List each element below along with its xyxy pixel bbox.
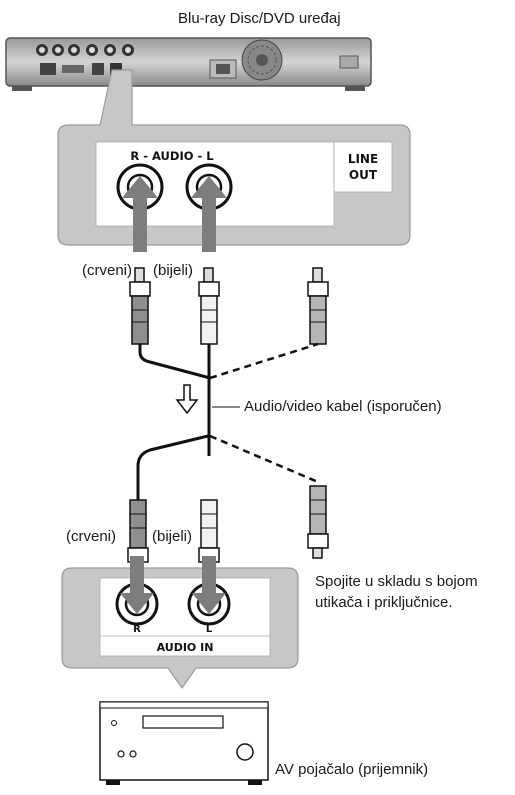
bottom-white-plug-label: (bijeli) xyxy=(152,528,193,545)
line-out-label-line1: LINE xyxy=(348,152,378,166)
bluray-device-rear xyxy=(5,37,372,91)
bottom-yellow-video-plug xyxy=(307,485,329,559)
input-r-label: R xyxy=(133,624,141,635)
top-yellow-video-plug xyxy=(307,267,329,345)
top-white-plug-label: (bijeli) xyxy=(153,262,194,279)
audio-video-cable xyxy=(136,342,319,500)
bottom-red-plug-label: (crveni) xyxy=(66,528,117,545)
arrow-to-output-r xyxy=(122,176,158,252)
top-red-plug xyxy=(129,267,151,345)
arrow-to-input-l xyxy=(192,556,226,614)
direction-arrow-down xyxy=(175,384,199,415)
arrow-to-input-r xyxy=(120,556,154,614)
device-title: Blu-ray Disc/DVD uređaj xyxy=(178,10,341,27)
connection-instruction: Spojite u skladu s bojom utikača i prikl… xyxy=(315,573,478,611)
cable-label: Audio/video kabel (isporučen) xyxy=(244,398,442,415)
input-l-label: L xyxy=(206,624,213,635)
top-white-plug xyxy=(198,267,220,345)
audio-in-label: AUDIO IN xyxy=(157,641,214,654)
top-red-plug-label: (crveni) xyxy=(82,262,133,279)
arrow-to-output-l xyxy=(191,176,227,252)
amplifier-label: AV pojačalo (prijemnik) xyxy=(275,761,429,778)
output-audio-label: R - AUDIO - L xyxy=(130,149,214,163)
av-amplifier xyxy=(99,701,269,785)
input-panel-callout xyxy=(61,567,299,690)
line-out-label-line2: OUT xyxy=(349,168,378,182)
